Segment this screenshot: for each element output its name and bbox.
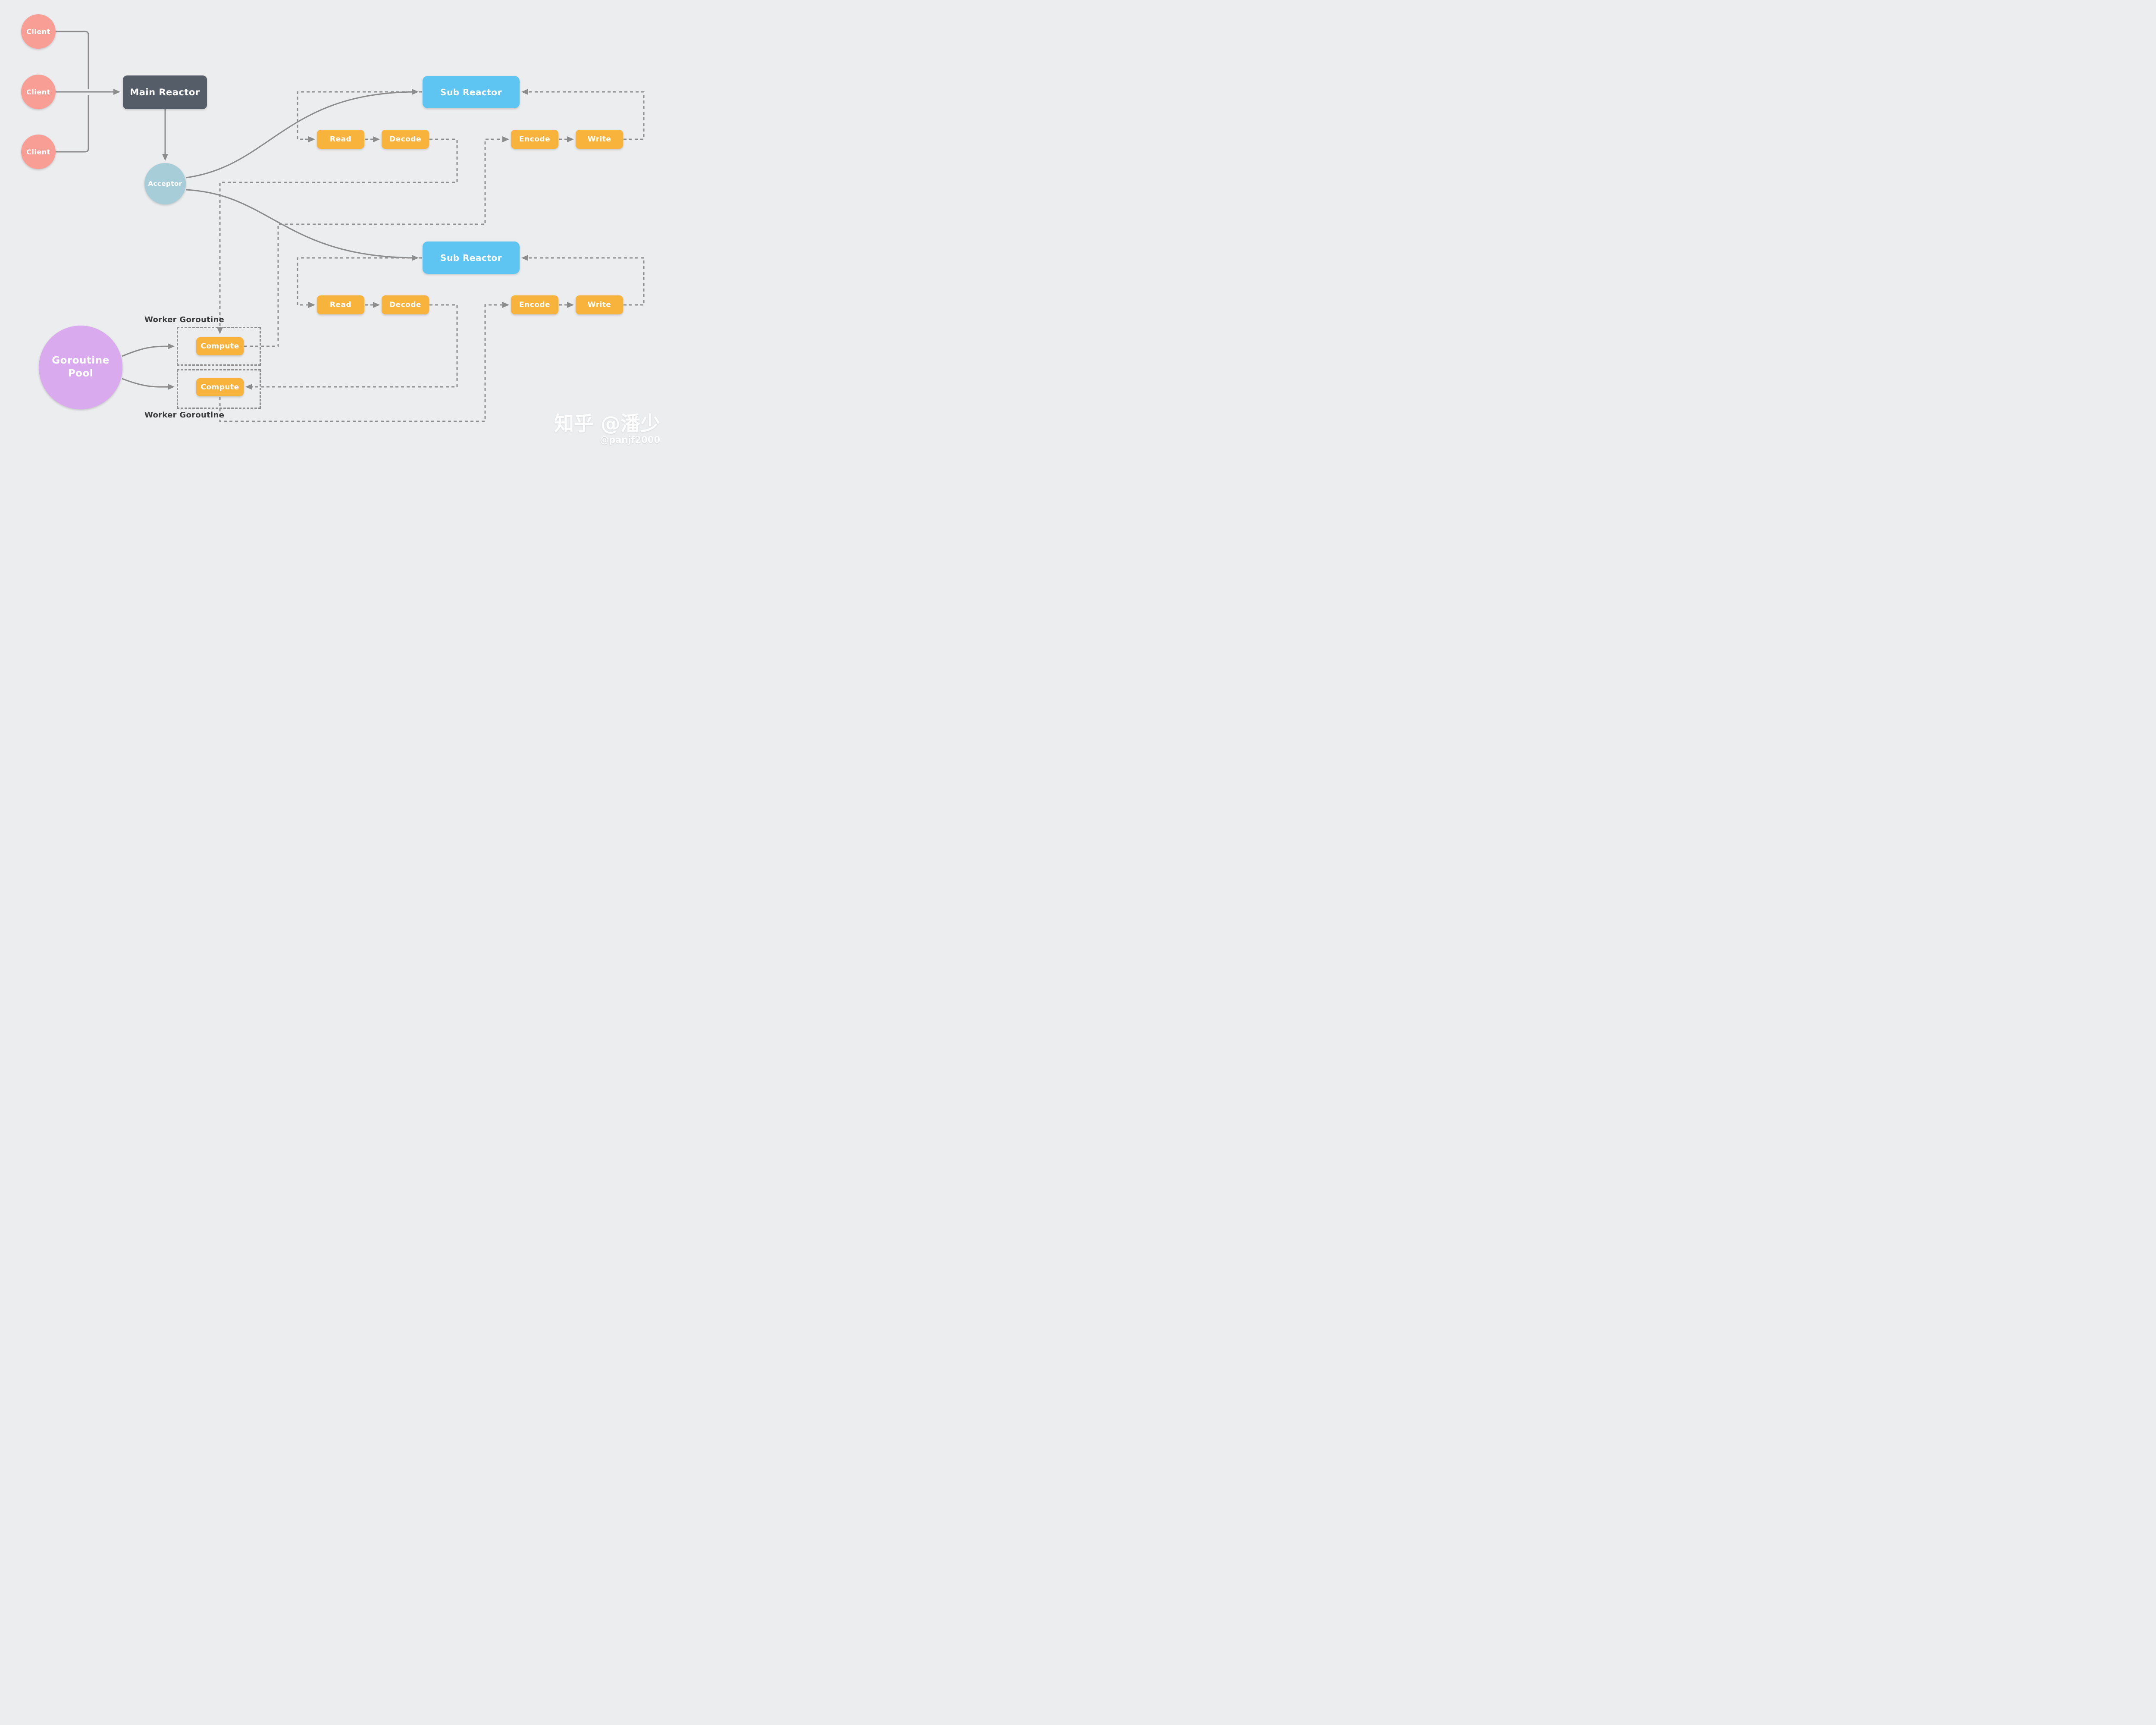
- acceptor-node: Acceptor: [144, 163, 186, 204]
- watermark-handle: @panjf2000: [600, 435, 660, 445]
- pool-to-worker-bottom-curve: [122, 378, 175, 390]
- write-stage-bottom: Write: [576, 295, 623, 314]
- decode-to-compute-bottom-dashed: [245, 304, 458, 390]
- client-node-2: Client: [21, 75, 56, 109]
- decode-to-compute-top-dashed: [217, 138, 458, 334]
- main-reactor-node: Main Reactor: [123, 75, 207, 109]
- goroutine-pool-node: Goroutine Pool: [39, 326, 122, 409]
- client-node-1: Client: [21, 14, 56, 49]
- watermark-brand: 知乎 @潘少: [554, 412, 660, 435]
- decode-stage-top: Decode: [382, 130, 429, 149]
- client-node-3: Client: [21, 135, 56, 169]
- client1-merge-line: [56, 31, 89, 89]
- worker-goroutine-label-top: Worker Goroutine: [144, 315, 225, 324]
- encode-stage-bottom: Encode: [511, 295, 558, 314]
- sub-reactor-bottom-to-read-dashed: [297, 257, 422, 308]
- sub-reactor-top-to-read-dashed: [297, 91, 422, 142]
- sub-reactor-top-node: Sub Reactor: [423, 76, 520, 108]
- acceptor-to-sub-reactor-top-curve: [185, 89, 419, 179]
- encode-stage-top: Encode: [511, 130, 558, 149]
- worker-goroutine-label-bottom: Worker Goroutine: [144, 411, 225, 420]
- worker-goroutine-box-bottom: [177, 369, 261, 409]
- pool-to-worker-top-curve: [122, 343, 175, 357]
- compute-node-bottom: Compute: [196, 378, 244, 396]
- read-stage-top: Read: [317, 130, 364, 149]
- compute-to-encode-top-dashed: [244, 136, 509, 347]
- write-stage-top: Write: [576, 130, 623, 149]
- diagram-canvas: Client Client Client Main Reactor Accept…: [0, 0, 667, 451]
- read-stage-bottom: Read: [317, 295, 364, 314]
- compute-node-top: Compute: [196, 337, 244, 355]
- client3-merge-line: [56, 95, 89, 153]
- worker-goroutine-box-top: [177, 327, 261, 366]
- compute-to-encode-bottom-dashed: [219, 302, 509, 422]
- decode-stage-bottom: Decode: [382, 295, 429, 314]
- acceptor-to-sub-reactor-bottom-curve: [185, 189, 419, 261]
- connector-layer: [56, 31, 645, 422]
- sub-reactor-bottom-node: Sub Reactor: [423, 242, 520, 274]
